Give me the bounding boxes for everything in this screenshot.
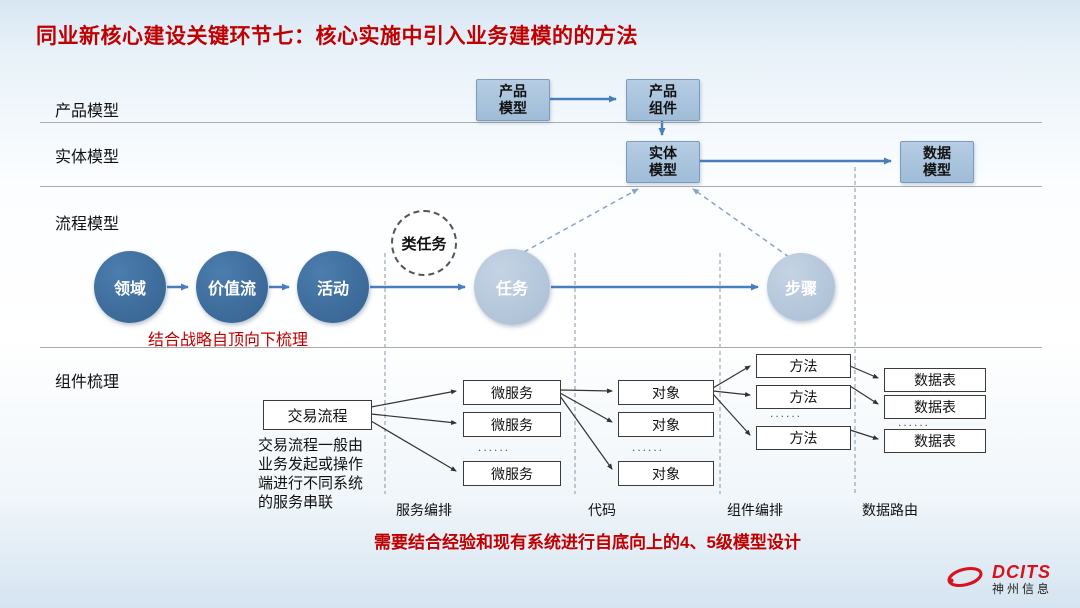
- node-task: 任务: [474, 249, 550, 325]
- lane-divider-2: [40, 186, 1042, 187]
- node-method-3: 方法: [756, 426, 851, 450]
- node-step: 步骤: [767, 253, 835, 321]
- dcits-logo: DCITS 神州信息: [945, 562, 1052, 596]
- node-object-3: 对象: [618, 461, 714, 486]
- arrow-txn-to-ms1: [370, 389, 457, 408]
- node-value-stream: 价值流: [196, 251, 268, 323]
- ellipsis-object: ......: [632, 440, 665, 454]
- arrow-method-to-table2: [849, 385, 879, 405]
- transaction-flow-note: 交易流程一般由 业务发起或操作 端进行不同系统 的服务串联: [258, 437, 364, 511]
- segment-label-data-routing: 数据路由: [862, 502, 918, 518]
- bottom-note: 需要结合经验和现有系统进行自底向上的4、5级模型设计: [374, 533, 801, 552]
- arrow-ms-to-obj1: [559, 388, 613, 394]
- arrow-ms-to-obj3: [559, 395, 613, 470]
- dcits-logo-icon: [945, 563, 985, 596]
- node-microservice-1: 微服务: [463, 380, 561, 405]
- node-object-2: 对象: [618, 412, 714, 437]
- node-datatable-3: 数据表: [884, 429, 986, 453]
- node-datatable-2: 数据表: [884, 395, 986, 419]
- node-domain: 领域: [94, 251, 166, 323]
- segment-label-service-orchestration: 服务编排: [396, 502, 452, 518]
- arrow-method-to-table3: [849, 429, 879, 440]
- node-class-task: 类任务: [391, 210, 457, 276]
- page-title: 同业新核心建设关键环节七：核心实施中引入业务建模的的方法: [36, 25, 638, 48]
- node-transaction-flow: 交易流程: [263, 400, 372, 430]
- node-datatable-1: 数据表: [884, 368, 986, 392]
- arrow-ms-to-obj2: [559, 392, 613, 423]
- node-activity: 活动: [297, 251, 369, 323]
- lane-divider-1: [40, 122, 1042, 123]
- node-object-1: 对象: [618, 380, 714, 405]
- process-note: 结合战略自顶向下梳理: [148, 332, 309, 349]
- lane-label-component: 组件梳理: [55, 374, 120, 391]
- node-microservice-2: 微服务: [463, 412, 561, 437]
- arrow-task-to-entity: [523, 188, 639, 253]
- arrow-obj-to-method2: [712, 390, 751, 397]
- segment-label-code: 代码: [588, 502, 616, 518]
- lane-divider-3: [40, 347, 1042, 348]
- arrow-obj-to-method3: [712, 393, 751, 436]
- node-product-component: 产品 组件: [626, 79, 700, 121]
- node-method-1: 方法: [756, 354, 851, 378]
- logo-company: 神州信息: [991, 581, 1052, 596]
- segment-label-component-orchestration: 组件编排: [727, 502, 783, 518]
- arrow-obj-to-method1: [712, 365, 751, 389]
- node-microservice-3: 微服务: [463, 461, 561, 486]
- lane-label-product: 产品模型: [55, 103, 120, 120]
- ellipsis-datatable: ......: [898, 415, 931, 429]
- lane-label-entity: 实体模型: [55, 149, 120, 166]
- arrow-step-to-entity: [692, 188, 790, 258]
- arrow-txn-to-ms3: [370, 420, 457, 472]
- arrow-method-to-table1: [849, 365, 879, 379]
- node-method-2: 方法: [756, 385, 851, 409]
- lane-label-process: 流程模型: [55, 216, 120, 233]
- node-data-model: 数据 模型: [900, 141, 974, 183]
- ellipsis-microservice: ......: [478, 440, 511, 454]
- ellipsis-method: ......: [770, 406, 803, 420]
- logo-brand: DCITS: [991, 562, 1051, 582]
- node-product-model: 产品 模型: [476, 79, 550, 121]
- arrow-txn-to-ms2: [370, 413, 457, 425]
- node-entity-model: 实体 模型: [626, 141, 700, 183]
